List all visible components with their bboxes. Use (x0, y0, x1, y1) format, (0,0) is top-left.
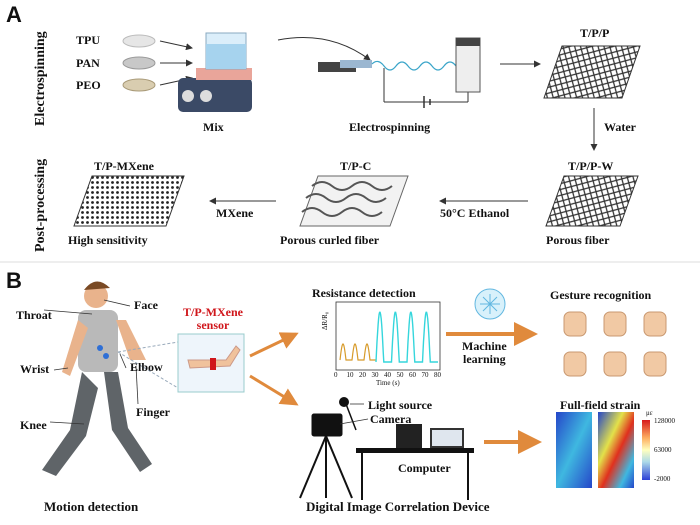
colorbar-tick-max: 128000 (654, 417, 675, 425)
tripod-camera-icon (299, 413, 353, 499)
porous-fiber-label: Porous fiber (546, 233, 610, 247)
powder-pile-icon (122, 34, 156, 92)
lamp-icon (339, 397, 357, 431)
beaker-icon (205, 32, 247, 70)
body-part-elbow: Elbow (130, 360, 163, 374)
dic-device-label: Digital Image Correlation Device (306, 499, 490, 514)
resistance-plot (335, 301, 441, 371)
fiber-mat-icon (73, 175, 185, 227)
plot-xtick: 70 (421, 371, 429, 379)
ml-label: Machine learning (462, 339, 507, 367)
strain-map-2 (598, 412, 634, 488)
stirrer-icon (178, 68, 252, 112)
fiber-mat-icon (545, 175, 639, 227)
side-label-post-processing: Post-processing (33, 158, 48, 252)
body-part-finger: Finger (136, 405, 170, 419)
camera-label: Camera (370, 412, 412, 426)
hand-gesture-icon (563, 311, 667, 377)
syringe-pump-icon (318, 60, 372, 72)
mix-label: Mix (203, 120, 224, 134)
electrospinning-label: Electrospinning (349, 120, 431, 134)
material-pan: PAN (76, 56, 100, 70)
material-tpu: TPU (76, 33, 100, 47)
water-label: Water (604, 120, 636, 134)
plot-xtick: 80 (434, 371, 441, 379)
walking-person-icon (42, 281, 152, 476)
fiber-mat-icon (299, 175, 409, 227)
sensitivity-label: High sensitivity (68, 233, 148, 247)
sensor-label: T/P-MXene sensor (183, 305, 243, 333)
signal-series-cyan (375, 311, 438, 363)
strain-title: Full-field strain (560, 398, 641, 412)
computer-label: Computer (398, 461, 451, 475)
mxene-step-label: MXene (216, 206, 254, 220)
strain-map-1 (556, 412, 592, 488)
plot-xtick: 50 (396, 371, 404, 379)
curled-fiber-label: Porous curled fiber (280, 233, 380, 247)
plot-ylabel: ΔR/R₀ (321, 311, 329, 330)
colorbar (642, 420, 650, 480)
gesture-title: Gesture recognition (550, 288, 652, 302)
light-source-label: Light source (368, 398, 433, 412)
body-part-wrist: Wrist (20, 362, 50, 376)
fiber-mat-icon (543, 45, 641, 99)
motion-detection-label: Motion detection (44, 499, 139, 514)
body-part-knee: Knee (20, 418, 47, 432)
panel-label-a: A (6, 2, 22, 27)
panel-label-b: B (6, 268, 22, 293)
plot-xtick: 20 (359, 371, 366, 379)
side-label-electrospinning: Electrospinning (33, 31, 48, 126)
collector-drum-icon (455, 37, 481, 93)
ethanol-label: 50°C Ethanol (440, 206, 510, 220)
brain-chip-icon (474, 288, 506, 320)
body-part-throat: Throat (16, 308, 52, 322)
tpc-label: T/P-C (340, 159, 372, 173)
resistance-title: Resistance detection (312, 286, 416, 300)
tpp-label: T/P/P (580, 26, 610, 40)
tppw-label: T/P/P-W (568, 159, 614, 173)
tpmxene-label: T/P-MXene (94, 159, 154, 173)
colorbar-unit: με (646, 409, 653, 417)
material-peo: PEO (76, 78, 101, 92)
computer-icon (356, 424, 474, 500)
plot-xtick: 30 (371, 371, 379, 379)
colorbar-tick-mid: 63000 (654, 446, 672, 454)
plot-xtick: 60 (409, 371, 416, 379)
plot-xtick: 40 (384, 371, 391, 379)
colorbar-tick-min: -2000 (654, 475, 671, 483)
plot-xtick: 10 (346, 371, 354, 379)
body-part-face: Face (134, 298, 158, 312)
plot-xtick: 0 (334, 371, 338, 379)
plot-xlabel: Time (s) (376, 379, 400, 387)
signal-series-orange (339, 343, 376, 361)
